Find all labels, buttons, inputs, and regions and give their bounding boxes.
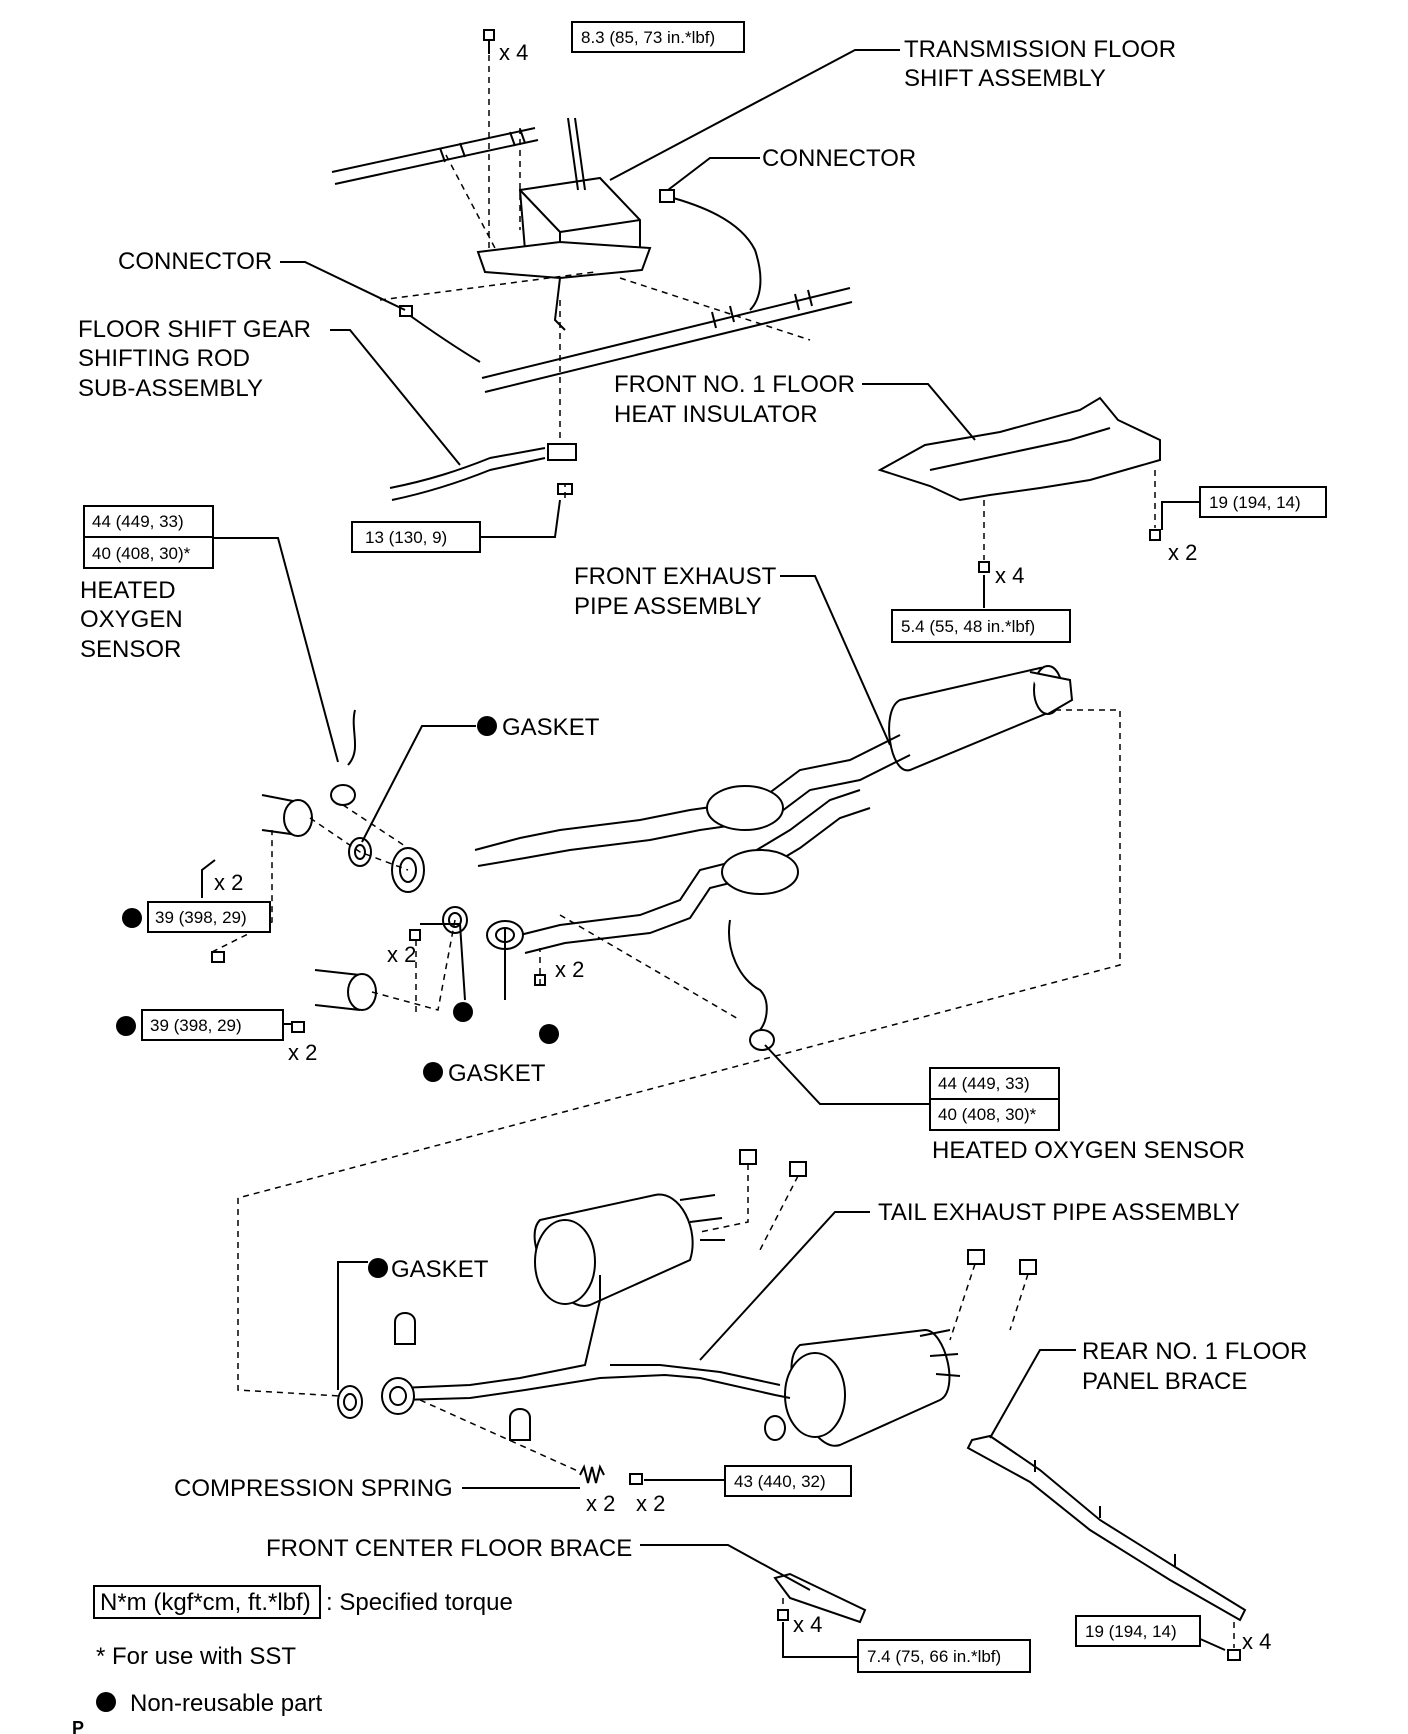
front-no1-floor-heat-insulator	[877, 396, 1161, 573]
legend-torque-text: : Specified torque	[326, 1589, 513, 1616]
non-reusable-mark-gasket-1	[477, 716, 497, 736]
qty-flange-nut-1: x 2	[214, 870, 243, 895]
legend-torque-box: N*m (kgf*cm, ft.*lbf)	[100, 1589, 311, 1616]
non-reusable-mark-gasket-3	[368, 1258, 388, 1278]
label-gasket-3: GASKET	[391, 1256, 489, 1283]
torque-o2-left-line1: 44 (449, 33)	[92, 512, 184, 531]
front-center-floor-brace	[773, 1572, 867, 1624]
label-shifting-rod-line2: SHIFTING ROD	[78, 345, 250, 372]
label-heated-o2-left-line1: HEATED	[80, 577, 176, 604]
qty-center-brace: x 4	[793, 1612, 822, 1637]
label-transmission-line2: SHIFT ASSEMBLY	[904, 65, 1106, 92]
qty-bolt-mid-left: x 2	[387, 942, 416, 967]
qty-shift-bolt: x 4	[499, 40, 528, 65]
label-gasket-2: GASKET	[448, 1060, 546, 1087]
label-gasket-1: GASKET	[502, 714, 600, 741]
legend: N*m (kgf*cm, ft.*lbf) : Specified torque…	[93, 1585, 513, 1717]
label-heated-o2-right: HEATED OXYGEN SENSOR	[932, 1137, 1245, 1164]
label-front-insulator-line1: FRONT NO. 1 FLOOR	[614, 371, 855, 398]
non-reusable-mark-gasket-2	[423, 1062, 443, 1082]
label-shifting-rod-line1: FLOOR SHIFT GEAR	[78, 316, 311, 343]
qty-rear-brace: x 4	[1242, 1629, 1271, 1654]
qty-tail-bolt: x 2	[636, 1491, 665, 1516]
label-front-exhaust-line2: PIPE ASSEMBLY	[574, 593, 762, 620]
label-front-insulator-line2: HEAT INSULATOR	[614, 401, 818, 428]
non-reusable-mark-flange-nut-2	[116, 1016, 136, 1036]
qty-spring: x 2	[586, 1491, 615, 1516]
label-rear-brace-line2: PANEL BRACE	[1082, 1368, 1247, 1395]
tail-exhaust-pipe-assembly	[237, 1149, 1037, 1485]
torque-insulator-bolt: 19 (194, 14)	[1209, 493, 1301, 512]
legend-non-reusable-dot	[96, 1692, 116, 1712]
leader-lines	[201, 49, 1226, 1658]
label-connector-left: CONNECTOR	[118, 248, 272, 275]
legend-non-reusable: Non-reusable part	[130, 1690, 322, 1717]
non-reusable-mark-flange-nut-1	[122, 908, 142, 928]
torque-rear-brace-bolt: 19 (194, 14)	[1085, 1622, 1177, 1641]
torque-flange-nut-2: 39 (398, 29)	[150, 1016, 242, 1035]
front-exhaust-pipe-assembly	[211, 665, 1121, 1199]
non-reusable-mark-bolt-right	[539, 1024, 559, 1044]
label-heated-o2-left-line3: SENSOR	[80, 636, 181, 663]
label-compression-spring: COMPRESSION SPRING	[174, 1475, 453, 1502]
rear-no1-floor-panel-brace	[966, 1434, 1247, 1661]
non-reusable-mark-bolt-left	[453, 1002, 473, 1022]
transmission-floor-shift-assembly	[331, 29, 853, 501]
legend-sst: * For use with SST	[96, 1643, 296, 1670]
label-tail-exhaust: TAIL EXHAUST PIPE ASSEMBLY	[878, 1199, 1240, 1226]
label-front-center-brace: FRONT CENTER FLOOR BRACE	[266, 1535, 632, 1562]
torque-shift-bolt: 8.3 (85, 73 in.*lbf)	[581, 28, 715, 47]
label-front-exhaust-line1: FRONT EXHAUST	[574, 563, 777, 590]
label-rear-brace-line1: REAR NO. 1 FLOOR	[1082, 1338, 1307, 1365]
qty-insulator-nut: x 4	[995, 563, 1024, 588]
qty-flange-nut-2: x 2	[288, 1040, 317, 1065]
torque-insulator-nut: 5.4 (55, 48 in.*lbf)	[901, 617, 1035, 636]
qty-insulator-bolt: x 2	[1168, 540, 1197, 565]
label-transmission-line1: TRANSMISSION FLOOR	[904, 36, 1176, 63]
corner-mark: P	[72, 1718, 84, 1734]
label-connector-top: CONNECTOR	[762, 145, 916, 172]
torque-o2-right-line1: 44 (449, 33)	[938, 1074, 1030, 1093]
torque-center-brace-bolt: 7.4 (75, 66 in.*lbf)	[867, 1647, 1001, 1666]
torque-rod-nut: 13 (130, 9)	[365, 528, 447, 547]
torque-o2-right-line2: 40 (408, 30)*	[938, 1105, 1037, 1124]
torque-tail-bolt: 43 (440, 32)	[734, 1472, 826, 1491]
label-shifting-rod-line3: SUB-ASSEMBLY	[78, 375, 263, 402]
torque-flange-nut-1: 39 (398, 29)	[155, 908, 247, 927]
qty-bolt-mid-right: x 2	[555, 957, 584, 982]
torque-o2-left-line2: 40 (408, 30)*	[92, 544, 191, 563]
label-heated-o2-left-line2: OXYGEN	[80, 606, 183, 633]
